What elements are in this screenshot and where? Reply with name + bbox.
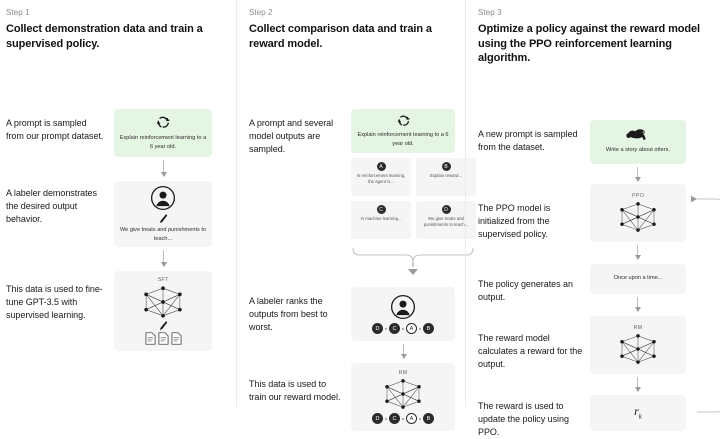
- step-1-prompt-card: Explain reinforcement learning to a 6 ye…: [114, 109, 212, 158]
- step-1-sft-card: SFT: [114, 271, 212, 352]
- output-letter-b: B: [441, 162, 451, 172]
- rm-rank-pill-3: A: [406, 413, 417, 425]
- step-3-prompt-text: Write a story about otters.: [606, 147, 670, 154]
- step-2-labeler-card: D C A B: [351, 287, 455, 342]
- step-1-caption-3: This data is used to fine-tune GPT-3.5 w…: [6, 284, 103, 321]
- step-1-label: Step 1: [6, 8, 30, 17]
- step-3-caption-4: The reward model calculates a reward for…: [478, 332, 583, 369]
- arrow-ppo-to-output: [634, 244, 641, 260]
- otter-icon: [625, 128, 651, 141]
- step-2-caption-2: A labeler ranks the outputs from best to…: [249, 296, 328, 333]
- step-3-ppo-tag: PPO: [632, 192, 644, 199]
- output-text-a: In reinforcement learning, the agent is.…: [356, 173, 406, 184]
- rank-pill-3: A: [406, 323, 417, 335]
- step-1-prompt-text: Explain reinforcement learning to a 6 ye…: [119, 135, 207, 150]
- step-2-prompt-card: Explain reinforcement learning to a 6 ye…: [351, 109, 455, 154]
- person-circle-icon: [390, 294, 416, 320]
- arrow-prompt-to-ppo: [634, 166, 641, 182]
- arrow-labeler-to-sft: [160, 250, 167, 268]
- output-text-c: In machine learning...: [360, 216, 402, 222]
- step-3-output-text: Once upon a time...: [613, 275, 663, 282]
- step-1-labeler-text: We give treats and punishments to teach.…: [119, 227, 207, 242]
- rm-rank-pill-2: C: [389, 413, 400, 425]
- neural-network-icon: [616, 201, 660, 233]
- step-2-prompt-text: Explain reinforcement learning to a 6 ye…: [357, 132, 449, 147]
- step-3-caption-1: A new prompt is sampled from the dataset…: [478, 128, 578, 152]
- step-2-rm-card: RM: [351, 363, 455, 432]
- neural-network-icon: [140, 285, 186, 319]
- rank-separator: [385, 417, 387, 420]
- step-2-caption-1: A prompt and several model outputs are s…: [249, 118, 334, 155]
- document-icon: [157, 332, 169, 345]
- rank-pill-4: B: [423, 323, 434, 335]
- step-1-labeler-card: We give treats and punishments to teach.…: [114, 181, 212, 248]
- rank-separator: [419, 417, 421, 420]
- arrow-labeler-to-rm: [400, 344, 407, 360]
- pencil-icon: [159, 320, 168, 331]
- step-3-caption-5: The reward is used to update the policy …: [478, 400, 569, 437]
- ppo-feedback-loop-arrow: [691, 195, 720, 413]
- step-2-label: Step 2: [249, 8, 273, 17]
- step-2-title: Collect comparison data and train a rewa…: [249, 23, 432, 50]
- step-3-output-card: Once upon a time...: [590, 263, 686, 294]
- output-text-b: Explain reward...: [429, 173, 462, 179]
- arrow-prompt-to-labeler: [160, 160, 167, 178]
- step-2-caption-3: This data is used to train our reward mo…: [249, 379, 341, 403]
- rank-separator: [385, 327, 387, 330]
- step-3-caption-2: The PPO model is initialized from the su…: [478, 202, 551, 239]
- step-1-column: Step 1 Collect demonstration data and tr…: [0, 0, 236, 407]
- rank-pill-2: C: [389, 323, 400, 335]
- step-3-reward-card: rk: [590, 394, 686, 431]
- step-3-label: Step 3: [478, 8, 502, 17]
- step-1-title: Collect demonstration data and train a s…: [6, 23, 203, 50]
- pencil-icon: [159, 213, 168, 224]
- step-1-doc-group: [144, 332, 182, 345]
- output-text-d: We give treats and punishments to teach.…: [423, 216, 469, 227]
- step-2-rm-tag: RM: [398, 370, 408, 377]
- step-1-caption-2: A labeler demonstrates the desired outpu…: [6, 188, 97, 225]
- output-letter-a: A: [376, 162, 386, 172]
- arrow-output-to-rm: [634, 296, 641, 312]
- rank-separator: [402, 417, 404, 420]
- document-icon: [170, 332, 182, 345]
- step-2-column: Step 2 Collect comparison data and train…: [236, 0, 476, 432]
- step-3-title: Optimize a policy against the reward mod…: [478, 23, 700, 65]
- step-1-caption-1: A prompt is sampled from our prompt data…: [6, 118, 104, 142]
- step-2-rm-ranking-row: D C A B: [372, 413, 434, 425]
- rank-pill-1: D: [372, 323, 383, 335]
- step-3-caption-3: The policy generates an output.: [478, 278, 573, 302]
- person-circle-icon: [150, 185, 176, 211]
- rm-rank-pill-1: D: [372, 413, 383, 425]
- rank-separator: [419, 327, 421, 330]
- output-letter-d: D: [441, 205, 451, 215]
- recycle-icon: [397, 114, 410, 127]
- step-3-prompt-card: Write a story about otters.: [590, 119, 686, 164]
- step-3-rm-card: RM: [590, 315, 686, 374]
- output-letter-c: C: [376, 205, 386, 215]
- rm-rank-pill-4: B: [423, 413, 434, 425]
- merge-brace: [351, 246, 476, 276]
- output-card-b: B Explain reward...: [416, 158, 476, 197]
- arrow-rm-to-reward: [634, 376, 641, 392]
- step-3-ppo-card: PPO: [590, 183, 686, 242]
- document-icon: [144, 332, 156, 345]
- step-3-rm-tag: RM: [633, 324, 643, 331]
- rank-separator: [402, 327, 404, 330]
- step-3-column: Step 3 Optimize a policy against the rew…: [465, 0, 720, 437]
- neural-network-icon: [616, 333, 660, 365]
- output-card-d: D We give treats and punishments to teac…: [416, 201, 476, 240]
- recycle-icon: [156, 115, 170, 129]
- step-2-ranking-row: D C A B: [372, 323, 434, 335]
- step-2-output-grid: A In reinforcement learning, the agent i…: [351, 158, 476, 240]
- neural-network-icon: [381, 378, 425, 410]
- output-card-c: C In machine learning...: [351, 201, 411, 240]
- step-1-sft-tag: SFT: [157, 277, 169, 284]
- output-card-a: A In reinforcement learning, the agent i…: [351, 158, 411, 197]
